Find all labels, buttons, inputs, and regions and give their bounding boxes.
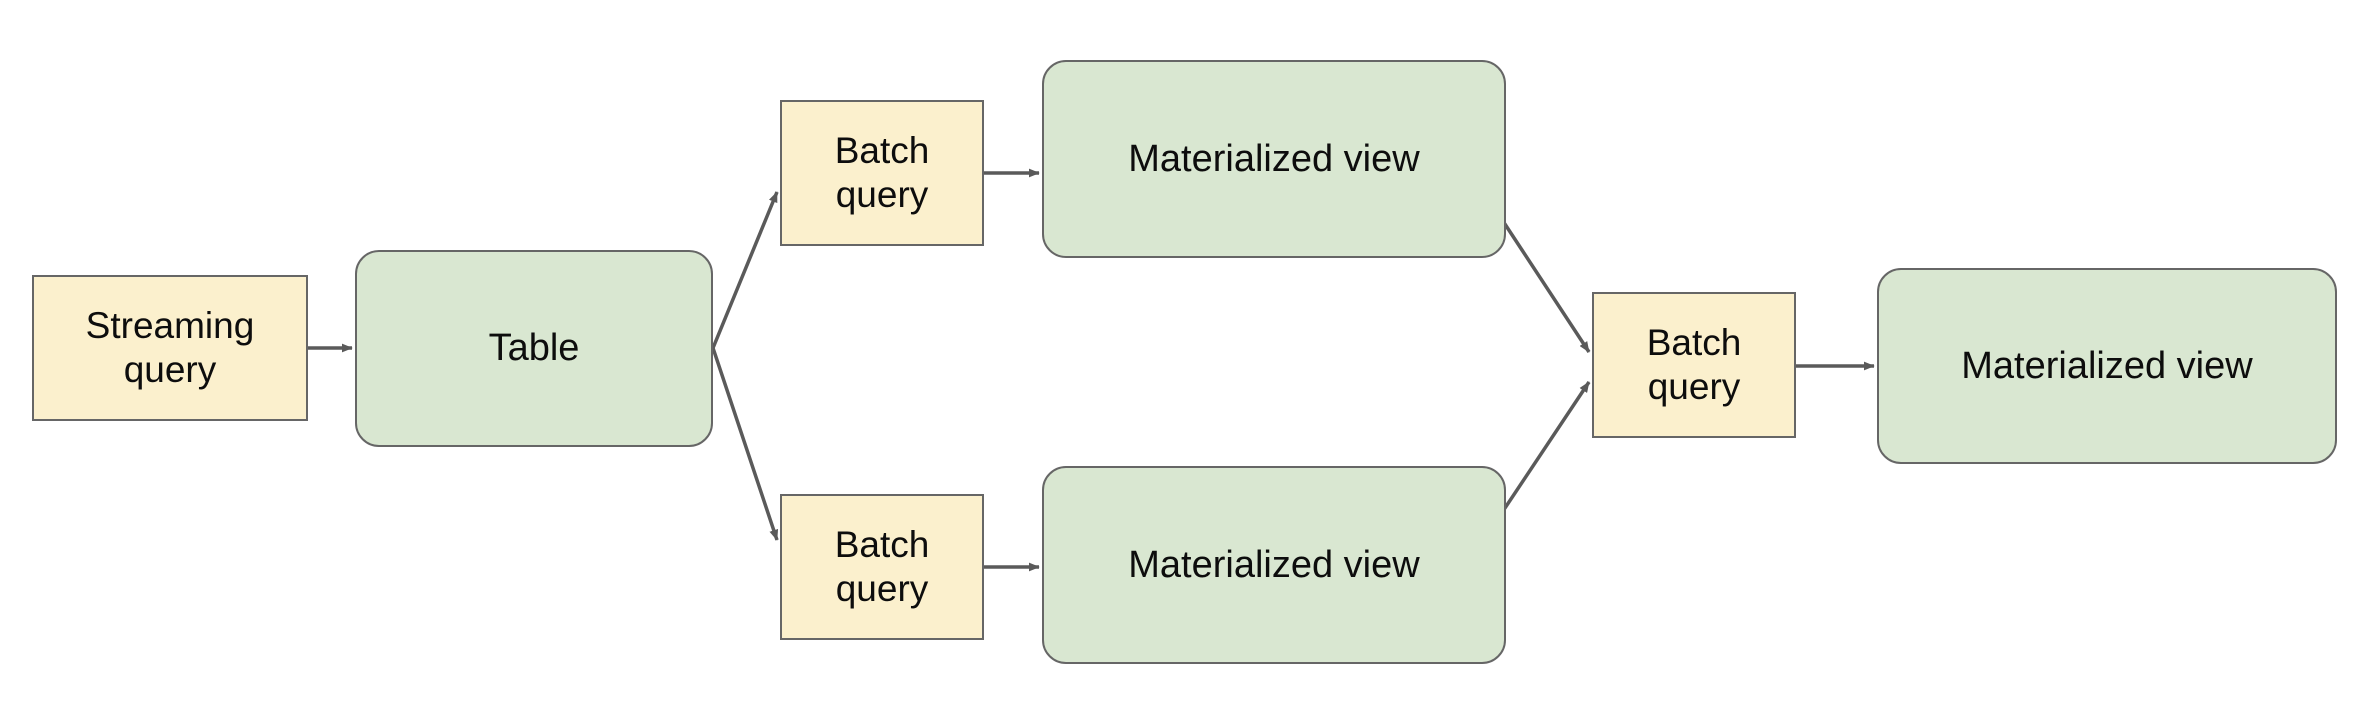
edge-mv-bottom-to-batch-query-join [1495, 381, 1591, 521]
node-materialized-view-bottom[interactable]: Materialized view [1042, 466, 1506, 664]
node-table-label: Table [488, 327, 580, 370]
node-batch-query-bottom[interactable]: Batch query [780, 494, 984, 640]
node-table[interactable]: Table [355, 250, 713, 447]
edge-table-to-batch-query-bottom [711, 347, 779, 541]
node-streaming-query-label: Streaming query [85, 305, 255, 390]
node-streaming-query[interactable]: Streaming query [32, 275, 308, 421]
node-batch-query-join-label: Batch query [1646, 322, 1742, 407]
node-materialized-view-top[interactable]: Materialized view [1042, 60, 1506, 258]
node-batch-query-join[interactable]: Batch query [1592, 292, 1796, 438]
edge-table-to-batch-query-top [711, 191, 779, 349]
edge-mv-top-to-batch-query-join [1495, 211, 1591, 353]
node-materialized-view-final[interactable]: Materialized view [1877, 268, 2337, 464]
node-batch-query-top[interactable]: Batch query [780, 100, 984, 246]
node-batch-query-bottom-label: Batch query [834, 524, 930, 609]
node-materialized-view-top-label: Materialized view [1128, 137, 1420, 180]
node-materialized-view-final-label: Materialized view [1961, 344, 2253, 387]
node-batch-query-top-label: Batch query [834, 130, 930, 215]
node-materialized-view-bottom-label: Materialized view [1128, 543, 1420, 586]
